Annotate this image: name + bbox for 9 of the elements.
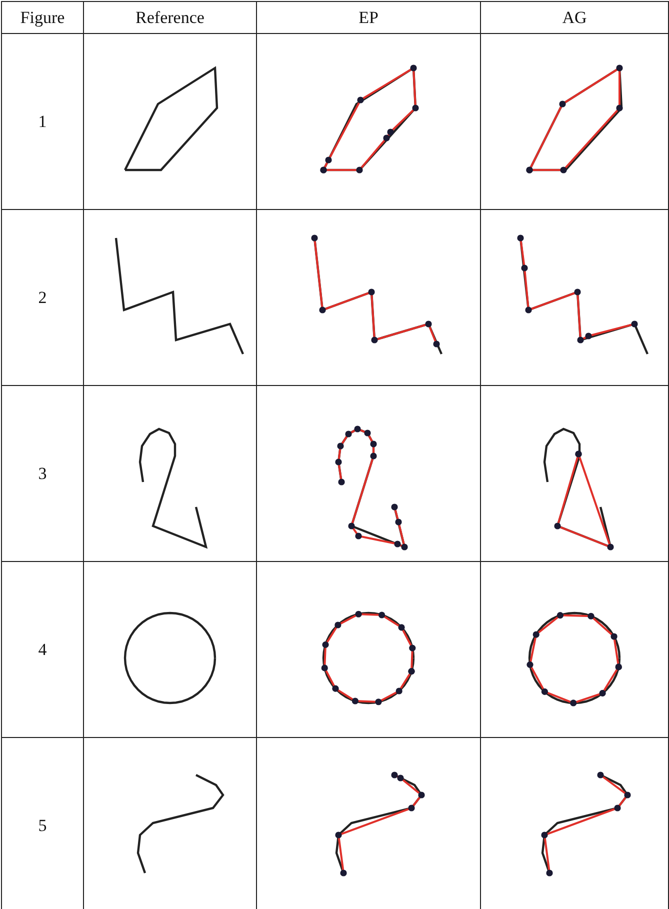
column-header: EP [358,8,378,26]
row-number: 4 [38,640,47,658]
column-header: Reference [136,8,204,26]
row-number: 1 [38,112,47,130]
row-number: 3 [38,464,47,482]
column-header: Figure [20,8,65,26]
row-number: 5 [38,816,47,834]
column-header: AG [562,8,587,26]
row-number: 2 [38,288,47,306]
